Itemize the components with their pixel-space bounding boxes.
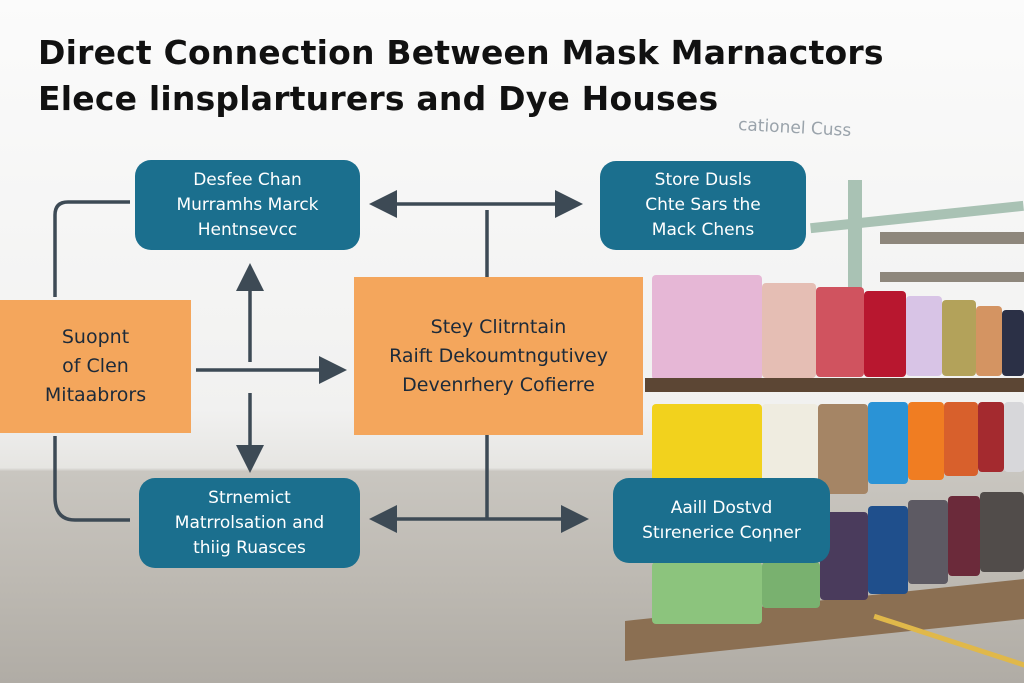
- box-left: Suopnt of Clen Mitaabrors: [0, 300, 191, 433]
- box-text: Murramhs Marck: [176, 194, 319, 215]
- box-text: Stey Clitrntain: [430, 315, 567, 338]
- spool-blue: [868, 402, 908, 484]
- spool-navy: [1002, 310, 1024, 376]
- spool-orange: [908, 402, 944, 480]
- spool-red: [816, 287, 864, 377]
- box-text: thiig Ruasces: [193, 537, 306, 558]
- spool-maroon: [978, 402, 1004, 472]
- spool-brown: [818, 404, 868, 494]
- spool-rust: [944, 402, 978, 476]
- spool-silver: [1004, 402, 1024, 472]
- bracket-top-left: [53, 200, 130, 297]
- spool-royal-blue: [868, 506, 908, 594]
- page-title: Direct Connection Between Mask Marnactor…: [38, 30, 884, 122]
- box-text: Mitaabrors: [44, 384, 147, 406]
- spool-lavender: [906, 296, 942, 376]
- spool-blush: [762, 283, 816, 378]
- box-text: Mack Chens: [651, 220, 755, 240]
- box-center: Stey Clitrntain Raift Dekoumtngutivey De…: [354, 277, 643, 435]
- box-text: Strnemict: [208, 487, 291, 508]
- machine-arm: [880, 272, 1024, 282]
- box-text: Matrrolsation and: [174, 512, 325, 533]
- title-line-2: Elece linsplarturers and Dye Houses: [38, 79, 719, 118]
- shelf: [645, 378, 1024, 392]
- box-text: Chte Sars the: [645, 195, 761, 215]
- box-text: Hentnsevcc: [197, 219, 298, 240]
- box-top-left: Desfee Chan Murramhs Marck Hentnsevcc: [135, 160, 360, 250]
- box-text: Devenrhery Cofierre: [402, 373, 595, 396]
- spool-sage: [762, 562, 820, 608]
- spool-gray: [908, 500, 948, 584]
- spool-green: [652, 562, 762, 624]
- machine-arm: [880, 232, 1024, 244]
- spool-wine: [948, 496, 980, 576]
- bracket-bottom-left: [53, 436, 130, 522]
- spool-tan: [976, 306, 1002, 376]
- box-text: Store Dusls: [654, 170, 752, 190]
- spool-olive: [942, 300, 976, 376]
- spool-pink: [652, 275, 762, 380]
- box-text: Stırenerice Coηner: [642, 522, 801, 543]
- box-text: of Clen: [62, 355, 129, 377]
- spool-crimson: [864, 291, 906, 377]
- box-text: Aaill Dostvd: [670, 497, 773, 518]
- box-text: Suopnt: [61, 326, 130, 348]
- title-line-1: Direct Connection Between Mask Marnactor…: [38, 33, 884, 72]
- box-bottom-left: Strnemict Matrrolsation and thiig Ruasce…: [139, 478, 360, 568]
- box-top-right: Store Dusls Chte Sars the Mack Chens: [600, 161, 806, 250]
- box-text: Raift Dekoumtngutivey: [389, 344, 608, 367]
- spool-charcoal: [980, 492, 1024, 572]
- machine-frame: [848, 180, 862, 290]
- box-text: Desfee Chan: [193, 169, 302, 190]
- box-bottom-right: Aaill Dostvd Stırenerice Coηner: [613, 478, 830, 563]
